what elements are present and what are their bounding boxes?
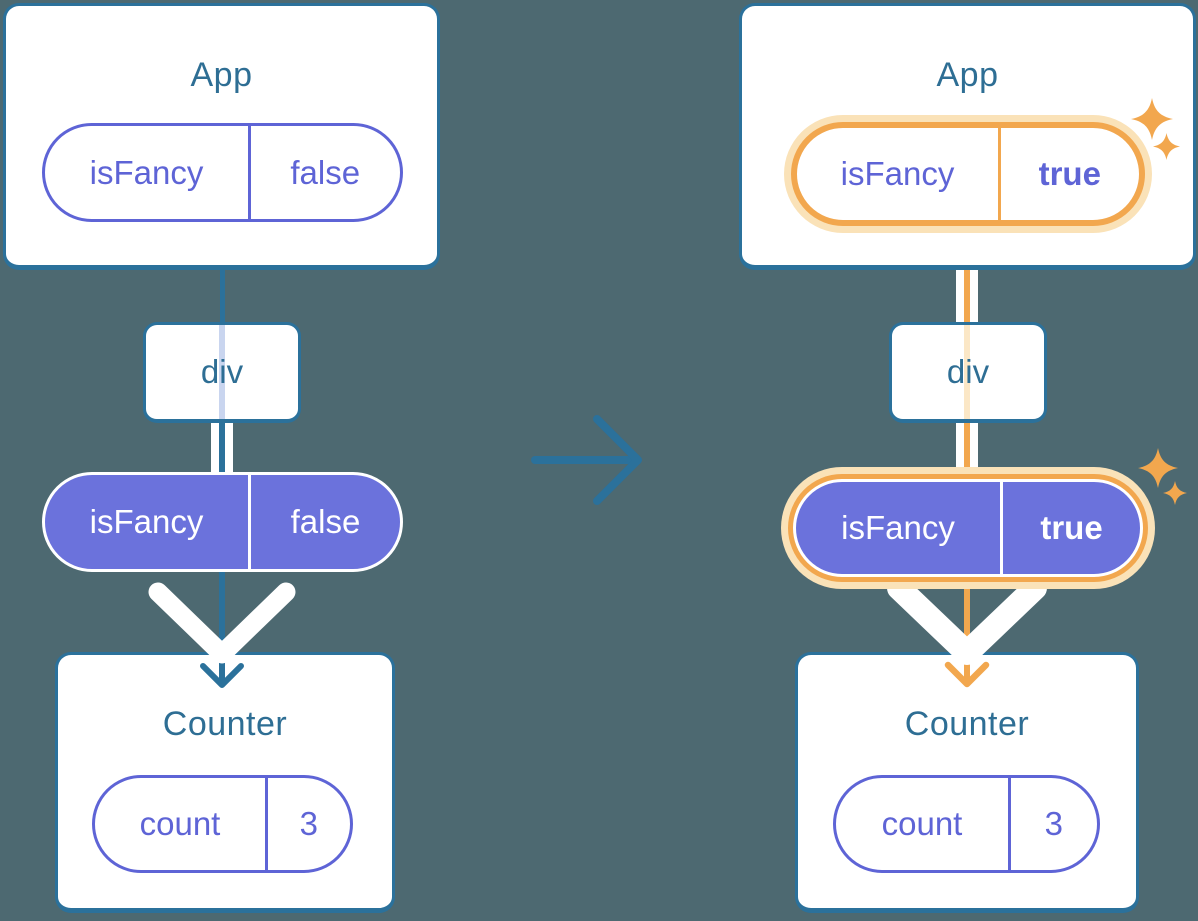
arrow-down-icon bbox=[887, 568, 1047, 688]
arrowhead-icon bbox=[944, 661, 990, 688]
prop-name: isFancy bbox=[841, 509, 955, 546]
prop-name: isFancy bbox=[840, 155, 955, 192]
arrow-right-icon bbox=[531, 415, 642, 505]
sparkle-icon bbox=[1163, 481, 1187, 505]
sparkle-icon bbox=[1131, 98, 1173, 140]
pill-divider bbox=[248, 475, 251, 569]
state-name: count bbox=[139, 805, 221, 842]
prop-flow-core bbox=[219, 423, 225, 473]
prop-value: true bbox=[1038, 155, 1101, 192]
state-name: count bbox=[881, 805, 963, 842]
div-card: div bbox=[889, 322, 1047, 423]
arrow-down-icon bbox=[148, 568, 296, 688]
pill-divider bbox=[265, 778, 268, 870]
state-pill: count 3 bbox=[833, 775, 1100, 873]
prop-name: isFancy bbox=[89, 503, 204, 540]
sparkle-icon bbox=[1153, 133, 1180, 160]
sparkle-icon bbox=[1138, 448, 1178, 488]
state-value: 3 bbox=[1044, 805, 1063, 842]
arrowhead-icon bbox=[200, 663, 244, 688]
component-title: App bbox=[936, 56, 999, 94]
prop-value: false bbox=[290, 503, 361, 540]
pass-through-line bbox=[964, 325, 970, 419]
connector-line bbox=[220, 270, 225, 323]
div-label: div bbox=[946, 353, 990, 390]
pill-divider bbox=[1000, 482, 1003, 574]
component-title: App bbox=[190, 56, 253, 94]
component-title: Counter bbox=[162, 705, 288, 743]
prop-value: false bbox=[290, 153, 361, 191]
div-label: div bbox=[200, 353, 244, 390]
arrow-stem bbox=[219, 568, 225, 686]
pill-divider bbox=[998, 128, 1001, 220]
passed-prop-pill: isFancy false bbox=[42, 472, 403, 572]
pill-divider bbox=[248, 126, 251, 219]
prop-flow-line bbox=[211, 423, 233, 473]
state-value: 3 bbox=[299, 805, 318, 842]
arrow-stem bbox=[964, 568, 970, 684]
white-chevron-icon bbox=[887, 576, 1047, 665]
prop-flow-line bbox=[956, 270, 978, 323]
prop-flow-core bbox=[964, 423, 970, 467]
div-card: div bbox=[143, 322, 301, 423]
prop-pill: isFancy false bbox=[42, 123, 403, 222]
prop-flow-core bbox=[964, 270, 970, 323]
prop-value: true bbox=[1040, 509, 1103, 546]
prop-name: isFancy bbox=[89, 153, 204, 191]
state-pill: count 3 bbox=[92, 775, 353, 873]
arrow-head bbox=[593, 415, 642, 505]
pass-through-line bbox=[219, 325, 225, 419]
pill-divider bbox=[1008, 778, 1011, 870]
passed-prop-pill-highlighted: isFancy true bbox=[793, 479, 1143, 577]
white-chevron-icon bbox=[148, 582, 296, 664]
component-title: Counter bbox=[904, 705, 1030, 743]
prop-pill-highlighted: isFancy true bbox=[791, 122, 1145, 226]
prop-flow-line bbox=[956, 423, 978, 467]
